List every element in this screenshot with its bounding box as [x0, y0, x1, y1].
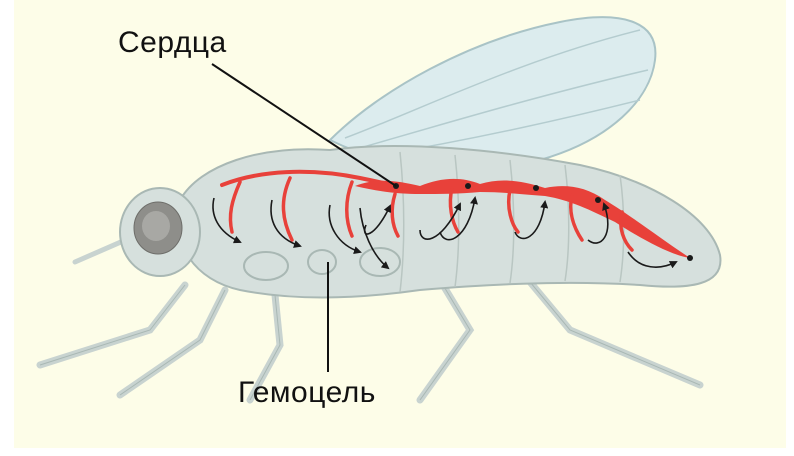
- hemocoel-label: Гемоцель: [238, 378, 376, 408]
- hearts-label: Сердца: [118, 28, 227, 58]
- insect-head: [120, 188, 200, 276]
